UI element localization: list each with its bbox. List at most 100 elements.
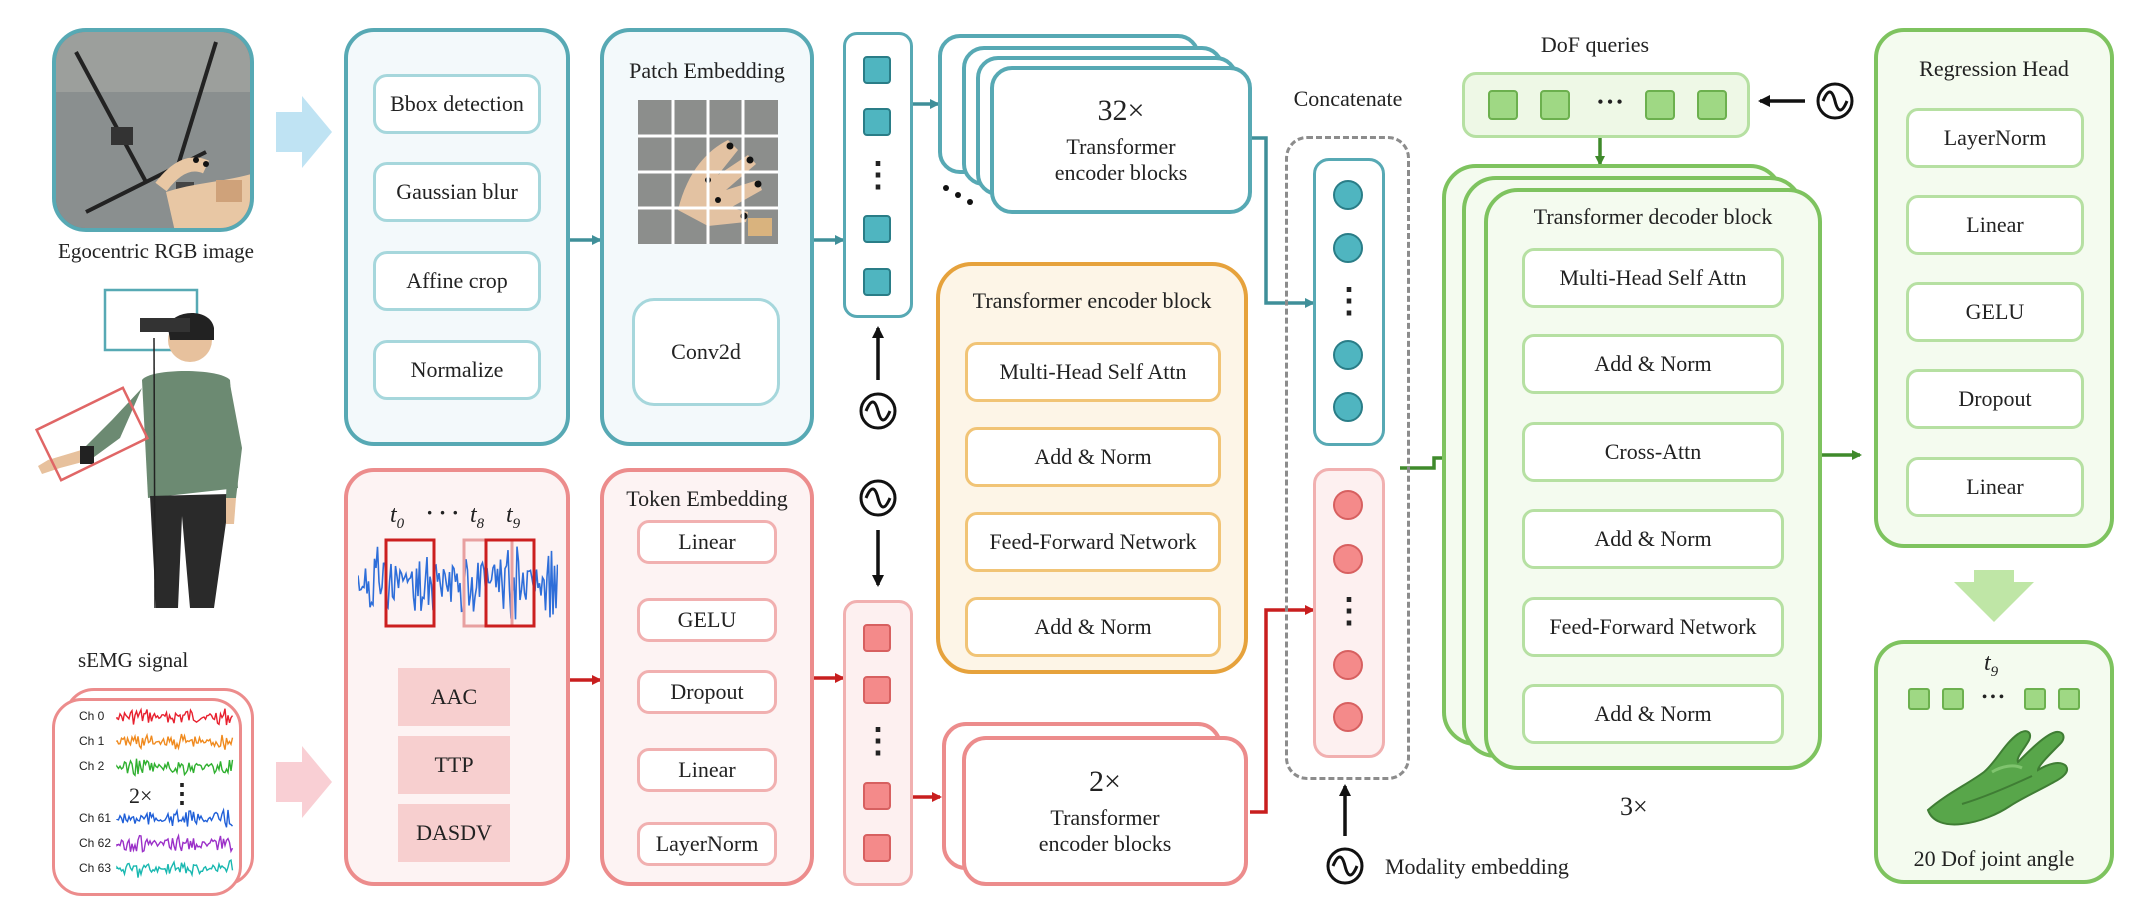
visual-token xyxy=(863,215,891,243)
semg-channel-wave xyxy=(116,807,233,828)
vis-encoder-blocks: 32× Transformer encoder blocks xyxy=(990,66,1252,214)
visual-token xyxy=(863,108,891,136)
dec-step-add-norm-3: Add & Norm xyxy=(1522,684,1784,744)
vis-encoder-stack-dots xyxy=(940,182,980,212)
emg-positional-embedding-icon xyxy=(858,478,898,518)
time-dots: · · · xyxy=(426,500,460,525)
person-icon xyxy=(34,288,242,609)
enc-step-add-norm-2: Add & Norm xyxy=(965,597,1221,657)
enc-step-ffn: Feed-Forward Network xyxy=(965,512,1221,572)
dof-title: DoF queries xyxy=(1540,32,1650,57)
t9-label: t9 xyxy=(506,502,521,532)
modality-embedding-label: Modality embedding xyxy=(1385,854,1569,879)
dof-query xyxy=(1645,90,1675,120)
channel-label-1: Ch 1 xyxy=(79,734,105,748)
concat-emg-token xyxy=(1333,544,1363,574)
channel-label-0: Ch 0 xyxy=(79,709,105,723)
concat-visual-token xyxy=(1333,233,1363,263)
emg-input-arrow xyxy=(276,746,332,818)
output-token xyxy=(2024,688,2046,710)
concat-emg-ellipsis: ⋮ xyxy=(1332,593,1366,630)
semg-card-front: Ch 0 Ch 1 Ch 2 2× ⋮ Ch 61 Ch 62 Ch 63 xyxy=(52,698,242,896)
t0-label: t0 xyxy=(390,502,405,532)
concat-title: Concatenate xyxy=(1293,86,1403,111)
rgb-image xyxy=(52,28,254,232)
reg-step-linear-2: Linear xyxy=(1906,457,2084,517)
positional-embedding-icon xyxy=(858,391,898,431)
step-gaussian-blur: Gaussian blur xyxy=(373,162,541,222)
concat-visual-token xyxy=(1333,180,1363,210)
emg-encoder-label-1: Transformer xyxy=(1050,805,1160,830)
channel-label-2: Ch 2 xyxy=(79,759,105,773)
concat-frame xyxy=(1285,136,1410,780)
enc-step-mhsa: Multi-Head Self Attn xyxy=(965,342,1221,402)
emg-token xyxy=(863,624,891,652)
semg-channel-wave xyxy=(116,859,234,878)
regression-title: Regression Head xyxy=(1919,56,2069,81)
step-bbox-detection: Bbox detection xyxy=(373,74,541,134)
semg-ellipsis: ⋮ xyxy=(169,779,195,808)
enc-step-add-norm-1: Add & Norm xyxy=(965,427,1221,487)
emg-token xyxy=(863,782,891,810)
dec-step-cross-attn: Cross-Attn xyxy=(1522,422,1784,482)
dec-step-mhsa: Multi-Head Self Attn xyxy=(1522,248,1784,308)
feature-dasdv: DASDV xyxy=(398,804,510,862)
semg-channel-wave xyxy=(116,732,234,751)
reg-step-linear-1: Linear xyxy=(1906,195,2084,255)
vis-encoder-count: 32× xyxy=(1097,94,1145,127)
encoder-block-title: Transformer encoder block xyxy=(972,288,1212,313)
t8-label: t8 xyxy=(470,502,485,532)
output-token xyxy=(2058,688,2080,710)
dec-step-ffn: Feed-Forward Network xyxy=(1522,597,1784,657)
dec-step-add-norm-1: Add & Norm xyxy=(1522,334,1784,394)
concat-emg-token xyxy=(1333,490,1363,520)
token-step-linear-1: Linear xyxy=(637,520,777,564)
feature-ttp: TTP xyxy=(398,736,510,794)
output-caption: 20 Dof joint angle xyxy=(1913,846,2075,871)
dof-query xyxy=(1488,90,1518,120)
concat-emg-token xyxy=(1333,702,1363,732)
emg-token xyxy=(863,834,891,862)
emg-window-signal xyxy=(358,536,558,630)
semg-caption: sEMG signal xyxy=(78,648,189,672)
emg-token xyxy=(863,676,891,704)
emg-encoder-count: 2× xyxy=(1089,765,1121,798)
channel-label-61: Ch 61 xyxy=(79,811,112,825)
dof-query xyxy=(1540,90,1570,120)
rgb-caption: Egocentric RGB image xyxy=(58,239,254,263)
token-step-linear-2: Linear xyxy=(637,748,777,792)
output-dots: • • • xyxy=(1982,690,2004,705)
rgb-scene-icon xyxy=(56,32,250,228)
feature-aac: AAC xyxy=(398,668,510,726)
channel-label-62: Ch 62 xyxy=(79,836,112,850)
emg-token-ellipsis: ⋮ xyxy=(861,723,895,760)
person-figure xyxy=(30,288,270,628)
dof-dots: • • • xyxy=(1597,94,1623,111)
output-token xyxy=(1942,688,1964,710)
emg-encoder-label-2: encoder blocks xyxy=(1038,831,1172,856)
concat-emg-token xyxy=(1333,650,1363,680)
concat-visual-token xyxy=(1333,392,1363,422)
decoder-title: Transformer decoder block xyxy=(1533,204,1773,229)
output-time-label: t9 xyxy=(1984,650,1999,680)
semg-channel-wave xyxy=(116,707,234,726)
visual-token xyxy=(863,56,891,84)
token-step-gelu: GELU xyxy=(637,598,777,642)
visual-token xyxy=(863,268,891,296)
token-step-layernorm: LayerNorm xyxy=(637,822,777,866)
token-embedding-title: Token Embedding xyxy=(626,486,788,511)
reg-step-layernorm: LayerNorm xyxy=(1906,108,2084,168)
decoder-repeat: 3× xyxy=(1620,792,1648,821)
patch-embedding-title: Patch Embedding xyxy=(629,58,785,83)
hand-mesh-icon xyxy=(1922,714,2072,832)
step-normalize: Normalize xyxy=(373,340,541,400)
vis-encoder-label-1: Transformer xyxy=(1066,134,1176,159)
vis-encoder-label-2: encoder blocks xyxy=(1054,160,1188,185)
hand-patch-icon xyxy=(638,100,778,244)
semg-stack-label: 2× xyxy=(129,783,153,808)
dec-step-add-norm-2: Add & Norm xyxy=(1522,509,1784,569)
semg-channel-wave xyxy=(116,758,234,777)
concat-visual-ellipsis: ⋮ xyxy=(1332,283,1366,320)
modality-embedding-icon xyxy=(1325,846,1365,886)
patch-grid-image xyxy=(638,100,778,244)
